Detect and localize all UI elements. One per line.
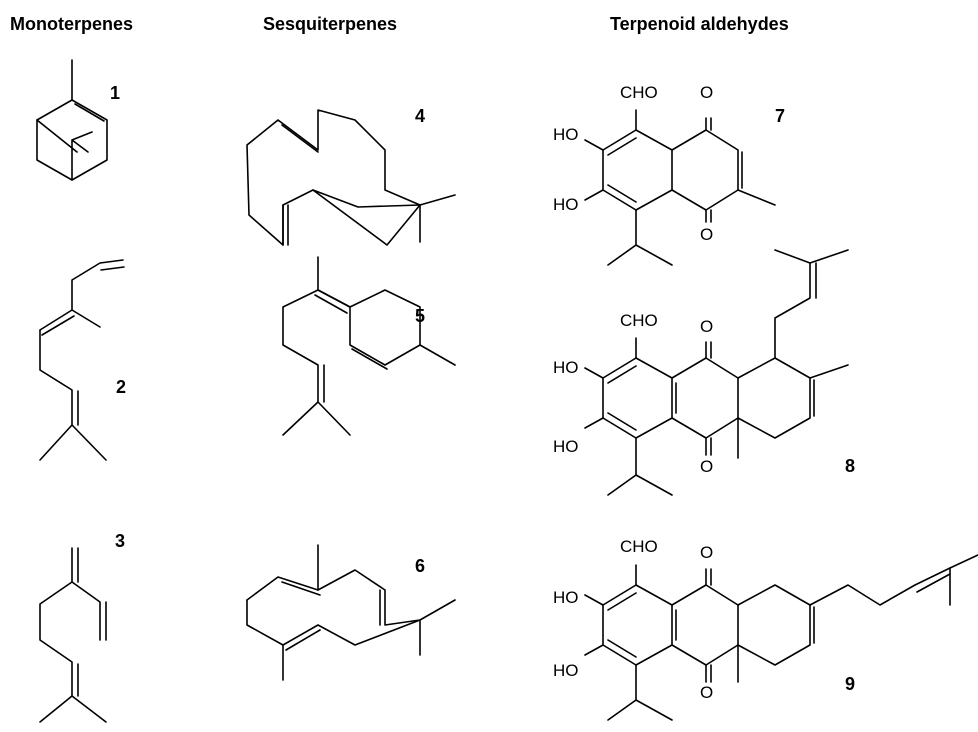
label-compound-5: 5: [415, 306, 425, 326]
structure-4-caryophyllene: [246, 109, 456, 246]
atom-cho-7: CHO: [620, 83, 658, 102]
header-monoterpenes: Monoterpenes: [10, 14, 133, 34]
label-compound-4: 4: [415, 106, 425, 126]
structure-7-naphthoquinone: [584, 109, 776, 266]
atom-o-8-bottom: O: [700, 457, 713, 476]
structure-3-myrcene: [39, 547, 107, 723]
atom-ho-8-lower: HO: [553, 437, 579, 456]
atom-cho-9: CHO: [620, 537, 658, 556]
structure-5-bisabolene: [282, 256, 456, 436]
atom-o-7-bottom: O: [700, 225, 713, 244]
atom-o-7-top: O: [700, 83, 713, 102]
structure-6-humulene: [246, 544, 456, 681]
label-compound-7: 7: [775, 106, 785, 126]
label-compound-2: 2: [116, 377, 126, 397]
header-terpenoid-aldehydes: Terpenoid aldehydes: [610, 14, 789, 34]
structure-9-anthraquinone: [584, 554, 978, 721]
label-compound-1: 1: [110, 83, 120, 103]
atom-ho-7-lower: HO: [553, 195, 579, 214]
structure-1-pinene: [36, 59, 108, 181]
header-sesquiterpenes: Sesquiterpenes: [263, 14, 397, 34]
atom-ho-9-lower: HO: [553, 661, 579, 680]
atom-ho-8-upper: HO: [553, 358, 579, 377]
atom-ho-7-upper: HO: [553, 125, 579, 144]
label-compound-9: 9: [845, 674, 855, 694]
atom-o-9-bottom: O: [700, 683, 713, 702]
structure-8-anthraquinone: [584, 249, 849, 496]
label-compound-8: 8: [845, 456, 855, 476]
label-compound-3: 3: [115, 531, 125, 551]
atom-ho-9-upper: HO: [553, 588, 579, 607]
atom-cho-8: CHO: [620, 311, 658, 330]
label-compound-6: 6: [415, 556, 425, 576]
atom-o-8-top: O: [700, 317, 713, 336]
atom-o-9-top: O: [700, 543, 713, 562]
structure-2-ocimene: [39, 259, 125, 461]
